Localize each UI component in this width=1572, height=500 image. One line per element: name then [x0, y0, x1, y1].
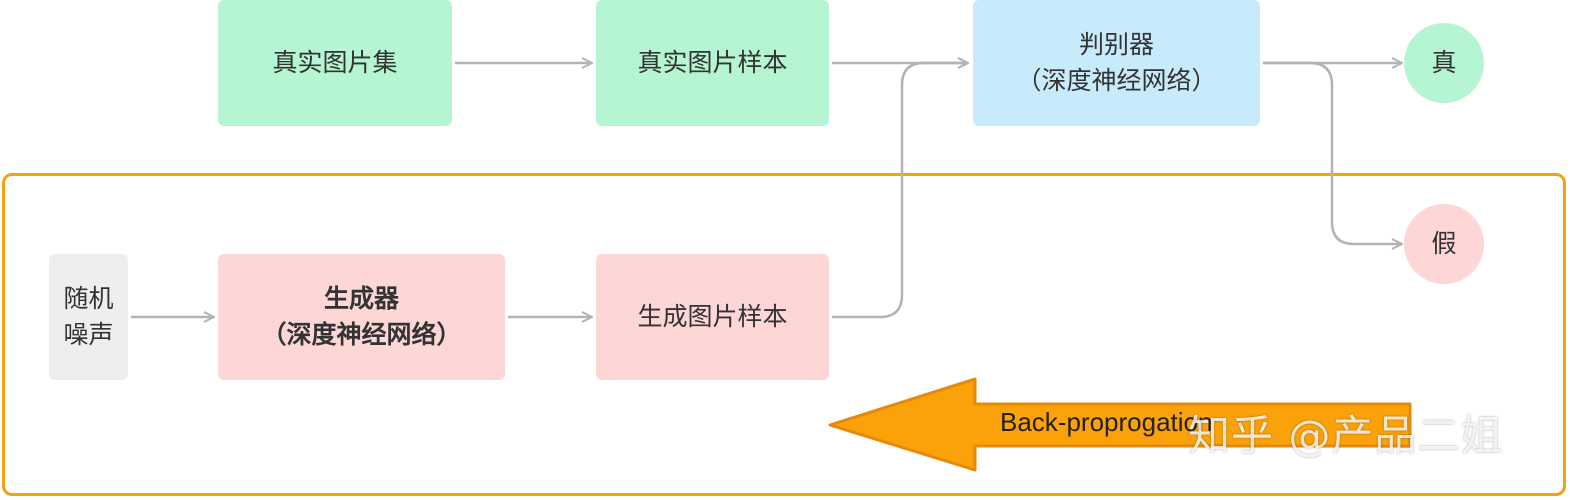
- random-noise-node: 随机 噪声: [49, 254, 128, 380]
- real-image-sample-node: 真实图片样本: [596, 0, 829, 126]
- edge-gensample-to-discriminator: [832, 63, 968, 319]
- random-noise-line2: 噪声: [63, 320, 114, 349]
- backprop-arrow: [828, 377, 1412, 472]
- generator-node: 生成器 （深度神经网络）: [218, 254, 505, 380]
- generator-training-frame: [2, 173, 1566, 496]
- fake-output-node: 假: [1404, 204, 1484, 284]
- generated-image-sample-label: 生成图片样本: [637, 301, 788, 331]
- fake-output-label: 假: [1431, 228, 1457, 258]
- generator-subtitle: （深度神经网络）: [261, 320, 462, 349]
- real-output-label: 真: [1431, 47, 1457, 77]
- random-noise-line1: 随机: [63, 283, 114, 313]
- generated-image-sample-node: 生成图片样本: [596, 254, 829, 380]
- discriminator-title: 判别器: [1078, 29, 1154, 59]
- backprop-label: Back-proprogation: [1000, 407, 1213, 437]
- real-image-set-label: 真实图片集: [272, 47, 398, 77]
- discriminator-node: 判别器 （深度神经网络）: [973, 0, 1260, 126]
- generator-title: 生成器: [323, 283, 399, 313]
- discriminator-subtitle: （深度神经网络）: [1016, 66, 1217, 95]
- watermark: 知乎 @产品二姐: [1188, 411, 1504, 460]
- real-image-set-node: 真实图片集: [218, 0, 452, 126]
- edge-discriminator-to-fake: [1263, 61, 1402, 244]
- real-image-sample-label: 真实图片样本: [637, 47, 788, 77]
- real-output-node: 真: [1404, 23, 1484, 103]
